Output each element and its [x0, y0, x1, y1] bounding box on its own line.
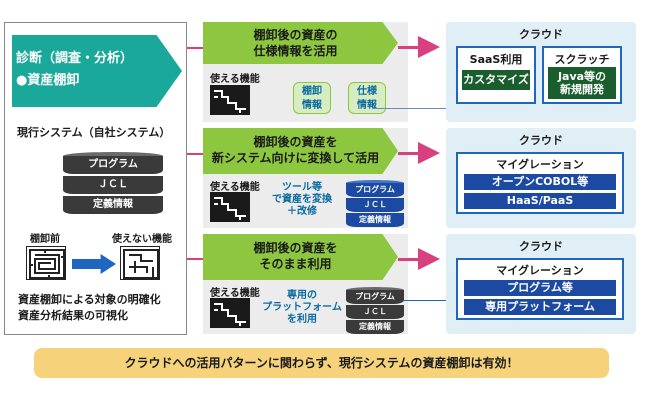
stack-program: プログラム — [63, 156, 163, 174]
unused-function-label: 使えない機能 — [112, 234, 172, 245]
row1-pink-arrow — [418, 36, 440, 58]
pill-text: 情報 — [302, 100, 322, 111]
connector-line-1 — [187, 47, 203, 49]
program-box: プログラム等 — [464, 280, 616, 296]
usable-function-icon — [210, 298, 250, 328]
cloud3-title: クラウド — [519, 240, 563, 253]
row2-green-arrow — [203, 128, 398, 174]
diagnosis-pentagon — [12, 35, 182, 107]
row3-usable-label: 使える機能 — [210, 288, 260, 299]
connector-line-3 — [187, 258, 203, 260]
row2-title-line2: 新システム向けに変換して活用 — [211, 151, 380, 165]
customize-box: カスタマイズ — [462, 70, 530, 90]
stack-jcl: ＪＣＬ — [346, 305, 404, 319]
maze-icon — [26, 246, 66, 280]
pill-text: 仕様 — [357, 86, 377, 97]
note-text: で資産を変換 — [272, 194, 332, 205]
note-text: ＋改修 — [287, 206, 317, 217]
conclusion-banner: クラウドへの活用パターンに関わらず、現行システムの資産棚卸は有効！ — [34, 348, 609, 378]
note-text: 専用の — [287, 290, 317, 301]
before-label: 棚卸前 — [30, 234, 60, 245]
arrow-right-icon — [72, 254, 116, 274]
open-cobol-box: オープンCOBOL等 — [464, 174, 616, 190]
row3-note: 専用の プラットフォーム を利用 — [262, 290, 342, 326]
row1-green-arrow — [203, 22, 398, 64]
row1-title-line1: 棚卸後の資産の — [253, 28, 338, 42]
stack-jcl: ＪＣＬ — [346, 198, 404, 212]
stack-program: プログラム — [346, 290, 404, 304]
row3-link-line — [404, 300, 468, 301]
legacy-asset-stack: プログラム ＪＣＬ 定義情報 — [63, 152, 163, 218]
row1-usable-label: 使える機能 — [210, 74, 260, 85]
usable-function-icon — [210, 192, 250, 222]
row3-title-line2: そのまま利用 — [259, 257, 332, 271]
row1-pill-spec: 仕様 情報 — [348, 82, 386, 114]
usable-function-icon — [210, 85, 250, 115]
haas-paas-box: HaaS/PaaS — [464, 193, 616, 209]
row3-asset-stack: プログラム ＪＣＬ 定義情報 — [346, 287, 404, 337]
connector-line-2 — [187, 153, 203, 155]
stack-jcl: ＪＣＬ — [63, 176, 163, 194]
note-text: プラットフォーム — [262, 302, 342, 313]
caption-line2: 資産分析結果の可視化 — [18, 309, 128, 322]
note-text: を利用 — [287, 314, 317, 325]
legacy-system-title: 現行システム（自社システム） — [17, 126, 171, 139]
row1-pill-inventory: 棚卸 情報 — [293, 82, 331, 114]
cloud3-subtitle: マイグレーション — [496, 264, 584, 277]
row1-title-line2: 仕様情報を活用 — [253, 44, 338, 58]
diagnosis-line2: ●資産棚卸 — [16, 73, 80, 88]
row3-pink-shaft — [398, 258, 420, 261]
row1-pink-shaft — [398, 46, 420, 49]
java-box: Java等の 新規開発 — [548, 67, 616, 99]
pill-text: 情報 — [357, 100, 377, 111]
pill-text: 棚卸 — [302, 86, 322, 97]
cloud2-title: クラウド — [519, 134, 563, 147]
row2-note: ツール等 で資産を変換 ＋改修 — [262, 182, 342, 218]
caption-line1: 資産棚卸による対象の明確化 — [18, 293, 161, 306]
cloud2-subtitle: マイグレーション — [496, 158, 584, 171]
stack-definition: 定義情報 — [346, 320, 404, 334]
stack-definition: 定義情報 — [346, 213, 404, 227]
row3-green-arrow — [203, 234, 398, 280]
scratch-title: スクラッチ — [554, 53, 610, 66]
row2-title-line1: 棚卸後の資産を — [253, 135, 338, 149]
row3-title-line1: 棚卸後の資産を — [253, 241, 338, 255]
java-text: Java等の — [557, 70, 607, 83]
java-text: 新規開発 — [560, 83, 604, 96]
row2-usable-label: 使える機能 — [210, 182, 260, 193]
row2-asset-stack: プログラム ＪＣＬ 定義情報 — [346, 180, 404, 230]
unused-maze-icon — [120, 246, 160, 280]
stack-program: プログラム — [346, 183, 404, 197]
stack-definition: 定義情報 — [63, 196, 163, 214]
note-text: ツール等 — [282, 182, 322, 193]
diagnosis-line1: 診断（調査・分析） — [16, 51, 134, 66]
row2-pink-arrow — [418, 142, 440, 164]
saas-title: SaaS利用 — [469, 53, 523, 66]
row3-pink-arrow — [418, 248, 440, 270]
dedicated-platform-box: 専用プラットフォーム — [464, 299, 616, 315]
cloud1-title: クラウド — [519, 28, 563, 41]
row2-pink-shaft — [398, 152, 420, 155]
